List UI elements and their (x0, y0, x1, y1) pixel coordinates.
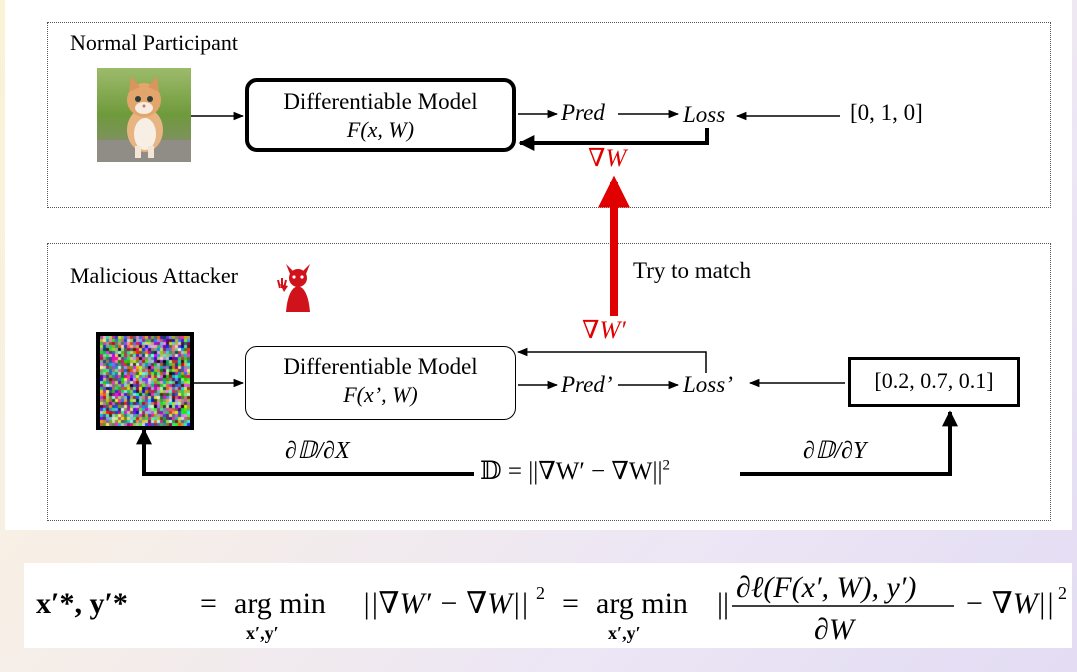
formula-open-bars: || (717, 587, 729, 620)
formula-sub-1: x′,y′ (246, 623, 279, 643)
d-dy-label: ∂𝔻/∂Y (803, 438, 867, 464)
formula-argmin-1: arg min (234, 587, 326, 620)
distance-exp: 2 (662, 457, 670, 474)
normal-participant-panel (47, 22, 1051, 208)
attacker-loss-label: Loss’ (683, 372, 733, 397)
arrow-distance-to-label (740, 410, 958, 476)
formula-eq2: = (562, 587, 579, 620)
normal-participant-title: Normal Participant (70, 30, 239, 55)
distance-label: 𝔻 = ||∇W′ − ∇W||2 (480, 456, 670, 486)
devil-icon (277, 264, 310, 312)
normal-gradient-label: ∇W (588, 145, 627, 172)
noise-image (96, 332, 194, 430)
formula-tail: − ∇W|| (964, 587, 1054, 620)
formula-norm: ||∇W′ − ∇W|| (362, 587, 529, 620)
formula-denominator: ∂W (814, 613, 857, 646)
attacker-model-name: Differentiable Model (283, 354, 478, 379)
formula-eq1: = (200, 587, 217, 620)
malicious-attacker-panel (47, 243, 1051, 521)
arrow-loss-to-model-attacker (516, 347, 707, 373)
normal-model-name: Differentiable Model (283, 89, 478, 114)
attacker-pred-label: Pred’ (561, 372, 613, 397)
attacker-label-vector: [0.2, 0.7, 0.1] (848, 357, 1020, 407)
distance-text: 𝔻 = ||∇W′ − ∇W|| (480, 458, 663, 485)
formula-numerator: ∂ℓ(F(x′, W), y′) (736, 571, 916, 604)
formula-lhs: x′*, y′* (36, 587, 128, 620)
objective-formula: x′*, y′* = arg min x′,y′ ||∇W′ − ∇W|| 2 … (24, 563, 1072, 648)
arrow-distance-to-noise (136, 428, 474, 476)
attacker-model-fn: F(x’, W) (343, 382, 418, 407)
arrow-loss-to-model (518, 128, 709, 151)
formula-argmin-2: arg min (596, 587, 688, 620)
formula-svg: x′*, y′* = arg min x′,y′ ||∇W′ − ∇W|| 2 … (36, 571, 1067, 646)
formula-sub-2: x′,y′ (608, 623, 641, 643)
match-label: Try to match (633, 258, 751, 283)
normal-model-box: Differentiable Model F(x, W) (245, 78, 516, 152)
attacker-gradient-label: ∇W′ (582, 317, 626, 344)
cat-image (97, 68, 191, 162)
normal-loss-label: Loss (683, 102, 726, 127)
normal-pred-label: Pred (561, 100, 605, 125)
malicious-attacker-title: Malicious Attacker (70, 263, 239, 288)
normal-label-vector: [0, 1, 0] (850, 100, 923, 125)
d-dx-label: ∂𝔻/∂X (285, 438, 350, 464)
formula-tail-exp: 2 (1058, 583, 1067, 603)
normal-model-fn: F(x, W) (346, 117, 415, 142)
attacker-model-box: Differentiable Model F(x’, W) (245, 346, 516, 420)
formula-norm-exp: 2 (536, 583, 545, 603)
